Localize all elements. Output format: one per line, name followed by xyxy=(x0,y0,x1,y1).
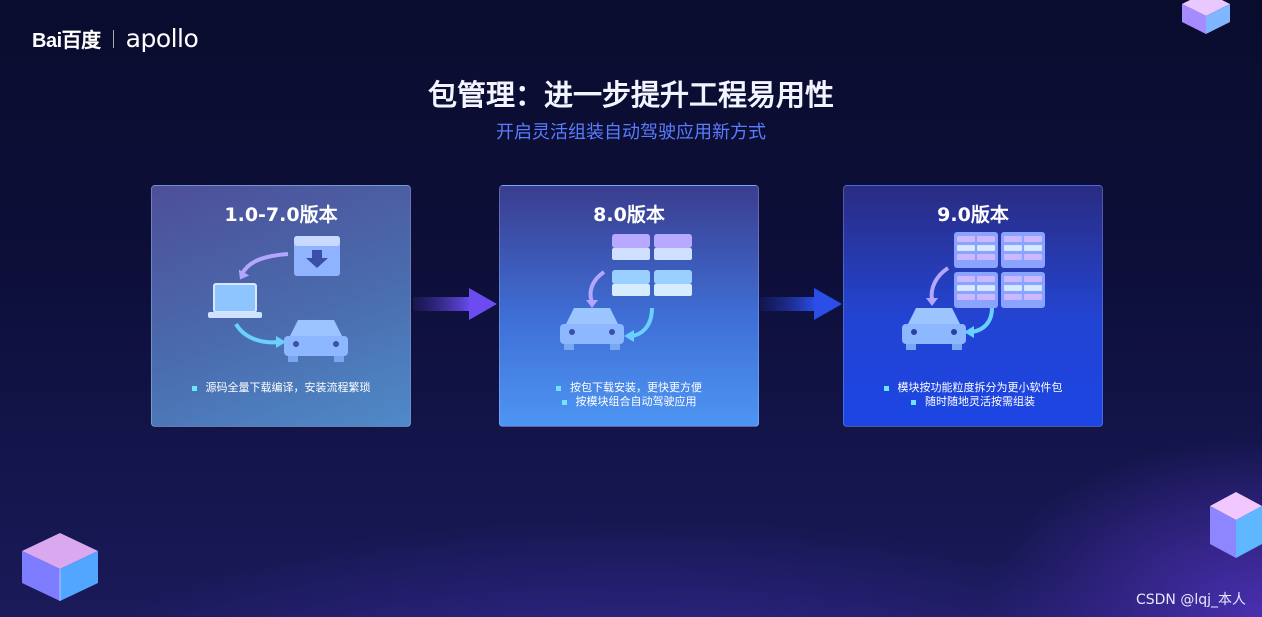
list-item: 源码全量下载编译，安装流程繁琐 xyxy=(152,381,410,395)
version-card-2: 8.0版本 按包下载安装，更快更方便 按模块组合自动驾驶应用 xyxy=(499,185,759,427)
bullet-list: 模块按功能粒度拆分为更小软件包 随时随地灵活按需组装 xyxy=(844,381,1102,409)
car-icon xyxy=(902,308,966,350)
card-illustration xyxy=(208,236,348,362)
version-card-3: 9.0版本 xyxy=(843,185,1103,427)
list-item: 按模块组合自动驾驶应用 xyxy=(500,395,758,409)
list-item: 模块按功能粒度拆分为更小软件包 xyxy=(844,381,1102,395)
package-block-icon xyxy=(612,234,692,296)
baidu-logo: Bai百度 xyxy=(32,30,101,52)
bullet-list: 按包下载安装，更快更方便 按模块组合自动驾驶应用 xyxy=(500,381,758,409)
arrow-icon xyxy=(760,288,842,320)
card-title: 1.0-7.0版本 xyxy=(224,204,338,226)
logo-divider xyxy=(112,29,114,48)
arrow-icon xyxy=(413,288,497,320)
decorative-cube-icon xyxy=(1182,0,1230,34)
list-item: 随时随地灵活按需组装 xyxy=(844,395,1102,409)
download-box-icon xyxy=(294,236,340,276)
card-title: 9.0版本 xyxy=(937,204,1009,226)
card-illustration xyxy=(902,232,1045,350)
bullet-square-icon xyxy=(911,399,916,405)
list-item: 按包下载安装，更快更方便 xyxy=(500,381,758,395)
card-illustration xyxy=(560,234,692,350)
bullet-list: 源码全量下载编译，安装流程繁琐 xyxy=(152,381,410,395)
car-icon xyxy=(284,320,348,362)
bullet-square-icon xyxy=(191,385,197,391)
card-title: 8.0版本 xyxy=(593,204,665,226)
laptop-icon xyxy=(208,283,262,318)
decorative-cube-icon xyxy=(22,533,98,601)
version-card-1: 1.0-7.0版本 源码全量下载编译，安装流程繁琐 xyxy=(151,185,411,427)
package-block-icon xyxy=(954,232,1045,308)
page-title: 包管理：进一步提升工程易用性 xyxy=(427,78,834,112)
page-subtitle: 开启灵活组装自动驾驶应用新方式 xyxy=(496,122,766,143)
car-icon xyxy=(560,308,624,350)
watermark: CSDN @lqj_本人 xyxy=(1135,592,1246,608)
apollo-logo: apollo xyxy=(125,24,199,53)
logo: Bai百度 apollo xyxy=(32,24,199,53)
decorative-cube-icon xyxy=(1210,492,1262,558)
bullet-square-icon xyxy=(556,385,561,391)
bullet-square-icon xyxy=(883,385,889,391)
bullet-square-icon xyxy=(561,399,567,405)
